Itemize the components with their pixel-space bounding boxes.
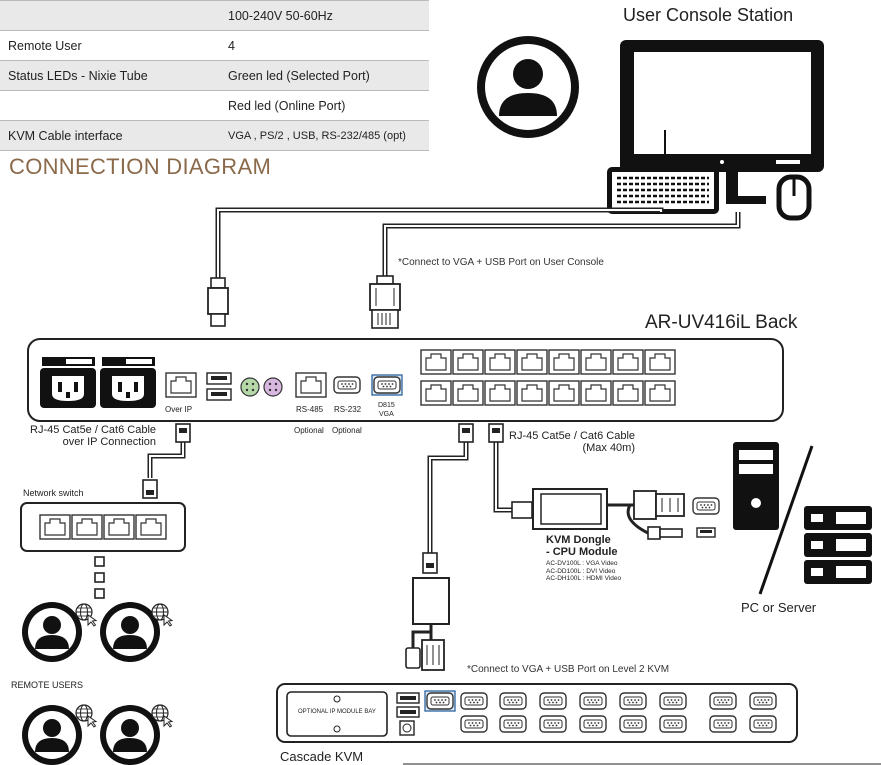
pc-server-label: PC or Server	[741, 600, 817, 615]
rs232-label: RS-232	[334, 405, 362, 414]
rj45-plug-icon	[142, 423, 191, 499]
usb-port-icon	[206, 372, 232, 401]
kvm-dongle-label: KVM Dongle- CPU Module	[546, 534, 618, 558]
mouse-icon	[776, 174, 812, 221]
dongle-model: AC-DH100L : HDMI Video	[546, 575, 622, 582]
monitor-icon	[620, 40, 824, 204]
remote-user-icon	[477, 36, 579, 138]
spec-key: Status LEDs - Nixie Tube	[0, 60, 220, 91]
rj45-cable-label-line: (Max 40m)	[582, 442, 635, 454]
spec-key: Remote User	[8, 38, 82, 53]
dongle-label-line: KVM Dongle	[546, 534, 611, 546]
connect-level2-note: *Connect to VGA + USB Port on Level 2 KV…	[467, 664, 670, 675]
optional-label: Optional	[294, 426, 324, 435]
optional-label: Optional	[332, 426, 362, 435]
power-socket-icon	[100, 357, 156, 408]
ethernet-port-icon	[165, 372, 197, 398]
rs485-label: RS-485	[296, 405, 324, 414]
remote-user-icon	[100, 705, 160, 765]
kvm-switch-back-panel	[27, 338, 784, 422]
pc-tower-icon	[733, 442, 779, 530]
rs485-port-icon	[295, 372, 327, 398]
cascade-kvm-panel	[276, 683, 798, 743]
power-socket-icon	[40, 357, 96, 408]
d15-label-line: VGA	[378, 411, 394, 418]
spec-row: 100-240V 50-60Hz	[0, 0, 429, 31]
spec-row: Red led (Online Port)	[0, 91, 429, 121]
d15-label-line: D815	[378, 402, 395, 409]
dashed-connection	[94, 556, 105, 599]
ip-module-bay-label: OPTIONAL IP MODULE BAY	[298, 709, 376, 715]
network-switch-icon	[20, 502, 186, 552]
spec-table: 100-240V 50-60Hz Remote User 4 Status LED…	[0, 0, 429, 151]
pc-vga-port-icon	[692, 497, 720, 515]
ip-cable-label-line: RJ-45 Cat5e / Cat6 Cable	[30, 424, 156, 436]
spec-key: KVM Cable interface	[0, 120, 220, 151]
dongle-label-line: - CPU Module	[546, 546, 618, 558]
cascade-kvm-label: Cascade KVM	[280, 749, 364, 764]
network-switch-label: Network switch	[23, 488, 84, 498]
spec-value: VGA , PS/2 , USB, RS-232/485 (opt)	[220, 120, 429, 151]
ip-cable-label-line: over IP Connection	[62, 436, 156, 448]
spec-value: 100-240V 50-60Hz	[220, 0, 429, 31]
over-ip-label: Over IP	[165, 405, 193, 414]
spec-key	[0, 0, 220, 31]
usb-plug-icon	[207, 277, 229, 327]
server-rack-icon	[804, 506, 872, 584]
connection-diagram-heading: CONNECTION DIAGRAM	[9, 154, 272, 179]
kvm-dongle-icon	[532, 488, 685, 540]
spec-value: Green led (Selected Port)	[220, 60, 429, 91]
rj45-cable-label-line: RJ-45 Cat5e / Cat6 Cable	[509, 430, 635, 442]
rj45-plug-icon	[422, 423, 474, 574]
spec-value: 4	[228, 38, 235, 53]
vga-plug-icon	[369, 275, 401, 329]
remote-users-label: REMOTE USERS	[11, 680, 84, 690]
user-console-label: User Console Station	[623, 5, 794, 25]
connect-user-console-note: *Connect to VGA + USB Port on User Conso…	[398, 257, 604, 268]
dongle-model: AC-DD100L : DVI Video	[546, 567, 616, 575]
spec-row: Remote User 4	[0, 31, 429, 61]
spec-value: Red led (Online Port)	[228, 98, 346, 113]
rj45-cable-label: RJ-45 Cat5e / Cat6 Cable(Max 40m)	[509, 430, 635, 454]
vga-console-port-icon	[371, 374, 403, 396]
device-back-label: AR-UV416iL Back	[645, 312, 798, 333]
rj45-plug-icon	[488, 423, 533, 519]
dongle-model: AC-DV100L : VGA Video	[546, 560, 618, 567]
cascade-adapter-icon	[405, 577, 450, 671]
ps2-port-icon	[240, 377, 283, 397]
remote-user-icon	[22, 705, 82, 765]
remote-user-icon	[100, 602, 160, 662]
pc-usb-port-icon	[696, 527, 716, 538]
remote-user-icon	[22, 602, 82, 662]
rs232-port-icon	[333, 376, 361, 394]
keyboard-icon	[607, 167, 719, 214]
